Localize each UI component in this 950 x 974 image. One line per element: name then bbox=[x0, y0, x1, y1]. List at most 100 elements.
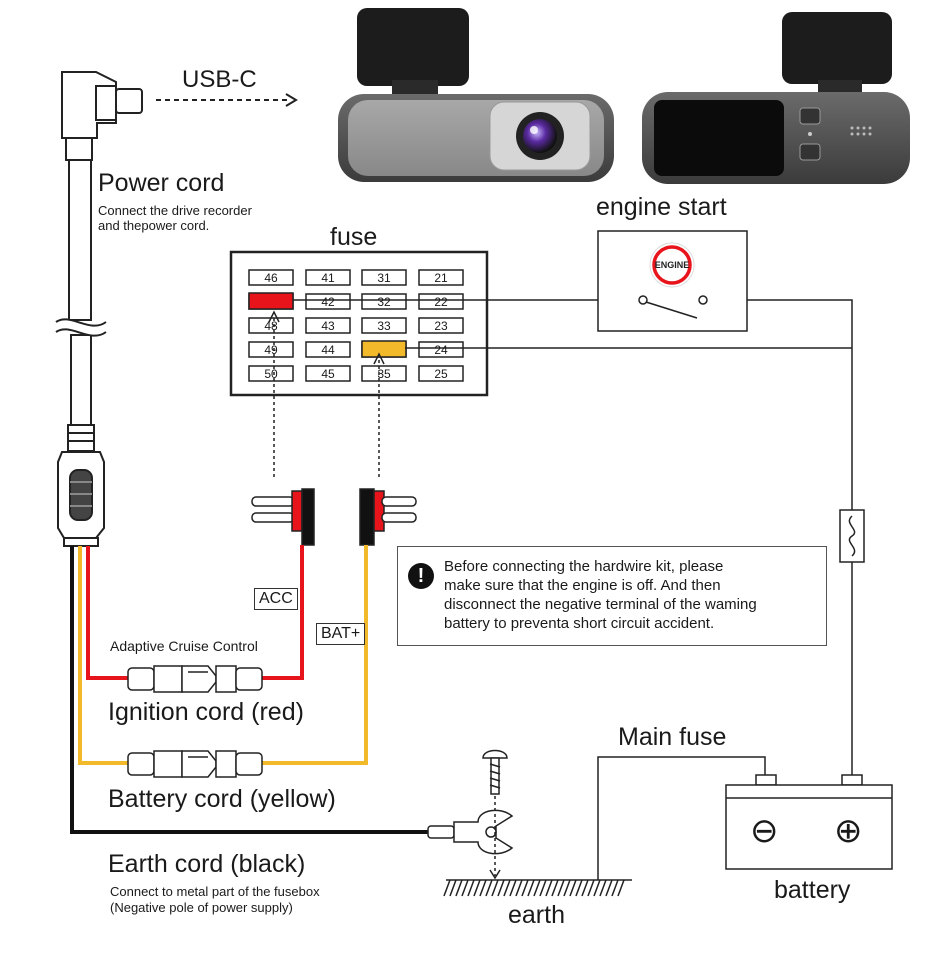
ground-hatch-line bbox=[527, 879, 535, 897]
fuse-slot-number: 44 bbox=[321, 343, 335, 357]
inline-fuse-right bbox=[839, 509, 865, 563]
ground-hatch-line bbox=[509, 879, 517, 897]
fuse-slot bbox=[305, 293, 351, 310]
earth-ring-terminal bbox=[427, 809, 514, 855]
fuse-slot bbox=[305, 269, 351, 286]
earth-cord-label: Earth cord (black) bbox=[108, 850, 306, 878]
cable-break-mark bbox=[55, 318, 107, 337]
fuse-slot bbox=[248, 365, 294, 382]
fuse-slot bbox=[361, 365, 407, 382]
ground-hatch-line bbox=[575, 879, 583, 897]
power-cord-label: Power cord bbox=[98, 169, 225, 197]
warning-line-4: battery to preventa short circuit accide… bbox=[444, 615, 715, 632]
ground-hatch-line bbox=[491, 879, 499, 897]
fuse-slot-number: 21 bbox=[434, 271, 448, 285]
ground-hatch-line bbox=[557, 879, 565, 897]
red-wire bbox=[86, 545, 304, 680]
fuse-slot-number: 50 bbox=[264, 367, 278, 381]
ground-hatch-line bbox=[593, 879, 601, 897]
ground-hatch-line bbox=[443, 879, 451, 897]
acc-tag: ACC bbox=[254, 588, 298, 610]
ground-hatch-line bbox=[485, 879, 493, 897]
engine-badge-label: ENGINE bbox=[655, 260, 690, 270]
earth-note-2: (Negative pole of power supply) bbox=[110, 900, 293, 915]
fuse-slot-number: 41 bbox=[321, 271, 335, 285]
circuit-wires bbox=[293, 299, 853, 880]
warning-line-3: disconnect the negative terminal of the … bbox=[444, 596, 757, 613]
ground-hatch-line bbox=[581, 879, 589, 897]
fuse-slot-number: 23 bbox=[434, 319, 448, 333]
ground-hatch-line bbox=[533, 879, 541, 897]
fuse-slot bbox=[361, 293, 407, 310]
acc-fuse-slot bbox=[248, 292, 294, 310]
ground-hatch-line bbox=[587, 879, 595, 897]
fuse-slot bbox=[305, 341, 351, 358]
engine-start-label: engine start bbox=[596, 193, 727, 221]
ground-hatch-line bbox=[569, 879, 577, 897]
fuse-slot bbox=[361, 317, 407, 334]
ground-hatch-line bbox=[611, 879, 619, 897]
fuse-slot bbox=[418, 293, 464, 310]
battery-minus-icon: ⊖ bbox=[750, 812, 779, 850]
ground-hatch-line bbox=[605, 879, 613, 897]
ground-hatch-line bbox=[461, 879, 469, 897]
fuse-slot-number: 31 bbox=[377, 271, 391, 285]
warning-text: Before connecting the hardwire kit, plea… bbox=[444, 557, 757, 633]
ground-hatch-line bbox=[467, 879, 475, 897]
ground-hatch-line bbox=[473, 879, 481, 897]
ground-hatch-line bbox=[551, 879, 559, 897]
fuse-dashed-pointers bbox=[273, 318, 380, 480]
ground-hatch-line bbox=[617, 879, 625, 897]
yellow-wire bbox=[78, 545, 368, 765]
fuse-slot bbox=[305, 365, 351, 382]
fuse-slot bbox=[418, 269, 464, 286]
earth-note-1: Connect to metal part of the fusebox bbox=[110, 884, 320, 899]
main-fuse-label: Main fuse bbox=[618, 723, 727, 751]
ground-hatch-line bbox=[515, 879, 523, 897]
fuse-slot bbox=[418, 365, 464, 382]
warning-line-1: Before connecting the hardwire kit, plea… bbox=[444, 558, 724, 575]
fuse-cells bbox=[248, 269, 464, 382]
ground-hatch-line bbox=[497, 879, 505, 897]
usb-c-arrow-head bbox=[285, 93, 298, 107]
bat-fuse-slot bbox=[361, 340, 407, 358]
engine-switch bbox=[638, 295, 708, 319]
fuse-slot bbox=[248, 269, 294, 286]
screw-icon bbox=[482, 749, 508, 795]
fuse-label: fuse bbox=[330, 223, 378, 251]
adaptive-cruise-label: Adaptive Cruise Control bbox=[110, 638, 258, 654]
ignition-inline-fuse bbox=[127, 665, 263, 693]
earth-ground-symbol bbox=[443, 879, 632, 897]
ground-hatch-line bbox=[539, 879, 547, 897]
battery-inline-fuse bbox=[127, 750, 263, 778]
power-cord-note-1: Connect the drive recorder bbox=[98, 203, 252, 218]
red-fuse-tap bbox=[251, 488, 315, 546]
black-wire bbox=[70, 546, 430, 834]
battery-plus-icon: ⊕ bbox=[834, 812, 863, 850]
ground-hatch-line bbox=[599, 879, 607, 897]
dashcam-front-image bbox=[338, 8, 614, 182]
warning-notice: ! Before connecting the hardwire kit, pl… bbox=[397, 546, 827, 646]
earth-label: earth bbox=[508, 901, 565, 929]
usb-c-label: USB-C bbox=[182, 66, 257, 93]
engine-badge-icon: ENGINE bbox=[649, 242, 695, 288]
fuse-slot-number: 45 bbox=[321, 367, 335, 381]
fuse-slot-number: 32 bbox=[377, 295, 391, 309]
fuse-slot-number: 48 bbox=[264, 319, 278, 333]
fuse-slot-number: 22 bbox=[434, 295, 448, 309]
ground-hatch-line bbox=[503, 879, 511, 897]
battery-cord-label: Battery cord (yellow) bbox=[108, 785, 336, 813]
ground-hatch-line bbox=[563, 879, 571, 897]
fuse-slot bbox=[305, 317, 351, 334]
ground-hatch-line bbox=[479, 879, 487, 897]
fuse-slot-number: 43 bbox=[321, 319, 335, 333]
bat-tag: BAT+ bbox=[316, 623, 366, 645]
fuse-slot-number: 49 bbox=[264, 343, 278, 357]
fuse-slot-number: 24 bbox=[434, 343, 448, 357]
car-battery bbox=[725, 774, 893, 870]
power-cable bbox=[68, 159, 92, 431]
fuse-slot-number: 46 bbox=[264, 271, 278, 285]
ground-hatch-line bbox=[455, 879, 463, 897]
